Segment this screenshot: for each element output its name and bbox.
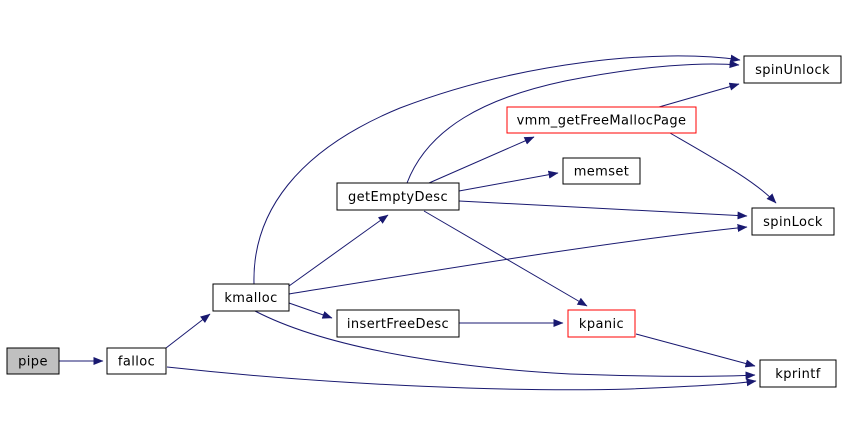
node-getEmptyDesc-label: getEmptyDesc (348, 190, 448, 205)
edge-falloc-kmalloc (165, 313, 211, 349)
node-pipe-box (6, 347, 60, 375)
edge-vmm_getFreeMallocPage-spinLock (669, 132, 777, 204)
node-vmm_getFreeMallocPage-label: vmm_getFreeMallocPage (517, 114, 687, 129)
edge-group (59, 54, 777, 391)
node-getEmptyDesc-box (336, 182, 460, 211)
edge-getEmptyDesc-vmm_getFreeMallocPage (428, 136, 535, 184)
node-kprintf[interactable]: kprintf (759, 359, 837, 388)
edge-getEmptyDesc-kpanic (423, 210, 588, 307)
edge-getEmptyDesc-memset (458, 170, 559, 192)
edge-kmalloc-kprintf (254, 310, 756, 380)
edge-getEmptyDesc-spinUnlock (406, 60, 740, 184)
node-insertFreeDesc[interactable]: insertFreeDesc (336, 309, 460, 338)
edge-getEmptyDesc-spinLock (458, 200, 748, 220)
node-memset[interactable]: memset (562, 157, 641, 185)
edge-kmalloc-spinLock (288, 223, 748, 295)
node-spinLock-box (751, 207, 835, 236)
node-kprintf-box (759, 359, 837, 388)
node-spinUnlock-label: spinUnlock (755, 63, 830, 78)
node-kprintf-label: kprintf (775, 367, 820, 382)
node-falloc-box (106, 347, 167, 375)
edge-kpanic-kprintf (635, 333, 756, 368)
node-pipe[interactable]: pipe (6, 347, 60, 375)
node-spinLock-label: spinLock (763, 215, 823, 230)
node-pipe-label: pipe (18, 355, 48, 370)
edge-kmalloc-spinUnlock (253, 54, 741, 285)
node-kmalloc[interactable]: kmalloc (212, 283, 290, 312)
edge-kmalloc-getEmptyDesc (288, 214, 389, 287)
node-kmalloc-label: kmalloc (224, 291, 277, 306)
node-kmalloc-box (212, 283, 290, 312)
node-falloc-label: falloc (118, 355, 155, 370)
node-spinUnlock[interactable]: spinUnlock (743, 55, 842, 84)
node-insertFreeDesc-label: insertFreeDesc (347, 317, 449, 332)
node-spinUnlock-box (743, 55, 842, 84)
node-getEmptyDesc[interactable]: getEmptyDesc (336, 182, 460, 211)
edge-falloc-kprintf (166, 366, 757, 391)
node-falloc[interactable]: falloc (106, 347, 167, 375)
node-spinLock[interactable]: spinLock (751, 207, 835, 236)
edge-kmalloc-insertFreeDesc (288, 302, 333, 319)
node-kpanic-box (567, 309, 636, 338)
edge-vmm_getFreeMallocPage-spinUnlock (658, 82, 740, 108)
node-vmm_getFreeMallocPage[interactable]: vmm_getFreeMallocPage (506, 106, 697, 134)
node-vmm_getFreeMallocPage-box (506, 106, 697, 134)
node-memset-box (562, 157, 641, 185)
node-kpanic-label: kpanic (579, 317, 624, 332)
node-insertFreeDesc-box (336, 309, 460, 338)
node-kpanic[interactable]: kpanic (567, 309, 636, 338)
node-memset-label: memset (574, 165, 630, 180)
